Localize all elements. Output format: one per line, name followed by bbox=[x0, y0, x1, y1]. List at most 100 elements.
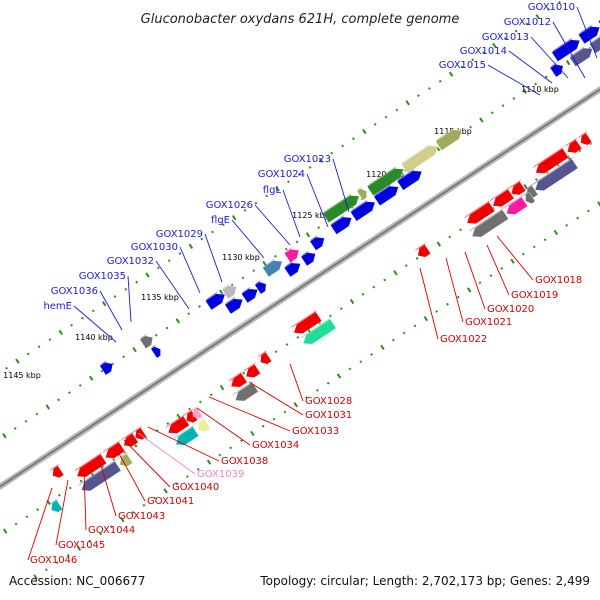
tick-mark bbox=[124, 287, 128, 291]
tick-mark bbox=[58, 493, 61, 497]
gene-label-gox1014: GOX1014 bbox=[460, 46, 507, 57]
tick-mark bbox=[460, 65, 464, 69]
gene-arrow bbox=[283, 260, 301, 278]
map-title: Gluconobacter oxydans 621H, complete gen… bbox=[141, 12, 460, 27]
tick-mark bbox=[361, 292, 365, 296]
tick-mark bbox=[535, 178, 538, 181]
tick-mark bbox=[113, 295, 117, 298]
tick-mark bbox=[78, 384, 82, 387]
tick-mark bbox=[380, 344, 385, 350]
tick-mark bbox=[372, 285, 376, 289]
tick-mark bbox=[68, 391, 71, 395]
tick-mark bbox=[57, 398, 60, 402]
tick-mark bbox=[395, 108, 399, 112]
leader-line bbox=[27, 487, 53, 561]
gene-label-gox1046: GOX1046 bbox=[30, 555, 77, 566]
tick-mark bbox=[435, 310, 439, 313]
gene-arrow bbox=[532, 146, 569, 174]
gene-label-gox1028: GOX1028 bbox=[305, 396, 352, 407]
tick-mark bbox=[261, 424, 265, 428]
tick-mark bbox=[553, 229, 559, 236]
tick-mark bbox=[187, 312, 191, 316]
label-leader-lines bbox=[27, 6, 598, 561]
gene-label-gox1024: GOX1024 bbox=[258, 169, 305, 180]
gene-label-gox1044: GOX1044 bbox=[88, 525, 135, 536]
gene-arrow bbox=[224, 296, 244, 315]
tick-mark bbox=[250, 430, 255, 437]
tick-mark bbox=[13, 427, 17, 430]
tick-mark bbox=[163, 488, 168, 494]
leader-line bbox=[73, 305, 117, 343]
tick-mark bbox=[503, 36, 507, 40]
tick-mark bbox=[512, 97, 516, 100]
tick-mark bbox=[317, 226, 321, 229]
tick-mark bbox=[24, 419, 28, 423]
kbp-label: 1125 kbp bbox=[292, 211, 330, 220]
gene-arrow bbox=[463, 199, 496, 225]
gene-label-gox1020: GOX1020 bbox=[487, 304, 534, 315]
tick-mark bbox=[456, 295, 460, 299]
tick-mark bbox=[88, 375, 94, 381]
leader-line bbox=[496, 235, 534, 281]
kbp-label: 1130 kbp bbox=[222, 253, 260, 262]
tick-mark bbox=[175, 482, 178, 486]
leader-line bbox=[289, 363, 304, 402]
gene-arrow bbox=[564, 137, 583, 154]
gene-arrow bbox=[48, 497, 63, 513]
gene-arrow bbox=[469, 207, 509, 238]
tick-mark bbox=[469, 125, 472, 129]
leader-line bbox=[208, 396, 291, 432]
tick-mark bbox=[514, 29, 518, 33]
gene-arrow bbox=[531, 156, 579, 191]
tick-mark bbox=[305, 232, 311, 238]
gene-label-gox1032: GOX1032 bbox=[107, 256, 154, 267]
tick-mark bbox=[79, 479, 83, 483]
tick-mark bbox=[283, 410, 287, 414]
tick-mark bbox=[76, 545, 82, 551]
tick-mark bbox=[417, 94, 420, 98]
gene-label-gox1033: GOX1033 bbox=[292, 426, 339, 437]
tick-mark bbox=[383, 278, 387, 282]
tick-mark bbox=[482, 51, 485, 54]
gene-arrow bbox=[577, 130, 593, 146]
gene-label-gox1029: GOX1029 bbox=[156, 229, 203, 240]
tick-mark bbox=[81, 316, 84, 320]
leader-line bbox=[254, 204, 291, 246]
tick-mark bbox=[5, 366, 8, 370]
tick-mark bbox=[120, 516, 125, 523]
gene-arrow bbox=[172, 424, 200, 446]
tick-mark bbox=[436, 241, 442, 247]
tick-mark bbox=[565, 223, 569, 227]
gene-label-gox1026: GOX1026 bbox=[206, 200, 253, 211]
tick-mark bbox=[219, 289, 224, 295]
tick-mark bbox=[35, 412, 39, 416]
tick-mark bbox=[489, 274, 493, 277]
kbp-label: 1110 kbp bbox=[521, 85, 559, 94]
tick-mark bbox=[196, 467, 200, 471]
gene-arrow bbox=[227, 370, 248, 388]
tick-mark bbox=[404, 264, 408, 267]
tick-mark bbox=[178, 252, 182, 255]
tick-mark bbox=[232, 214, 237, 221]
gene-arrow bbox=[508, 179, 527, 196]
tick-mark bbox=[326, 381, 330, 385]
gene-arrow bbox=[241, 286, 259, 304]
tick-mark bbox=[284, 247, 288, 251]
tick-mark bbox=[587, 209, 590, 213]
tick-mark bbox=[242, 371, 246, 375]
gene-features bbox=[48, 19, 600, 513]
gene-arrow bbox=[221, 283, 238, 300]
tick-mark bbox=[58, 329, 63, 336]
tick-mark bbox=[15, 358, 20, 364]
tick-mark bbox=[33, 574, 38, 580]
leader-line bbox=[508, 50, 553, 84]
tick-mark bbox=[132, 346, 137, 353]
tick-mark bbox=[185, 475, 189, 478]
gene-arrow bbox=[569, 45, 593, 67]
tick-mark bbox=[145, 272, 150, 278]
leader-line bbox=[552, 21, 586, 79]
gene-arrow bbox=[242, 362, 261, 378]
gene-label-gox1012: GOX1012 bbox=[504, 17, 551, 28]
tick-mark bbox=[100, 369, 104, 373]
